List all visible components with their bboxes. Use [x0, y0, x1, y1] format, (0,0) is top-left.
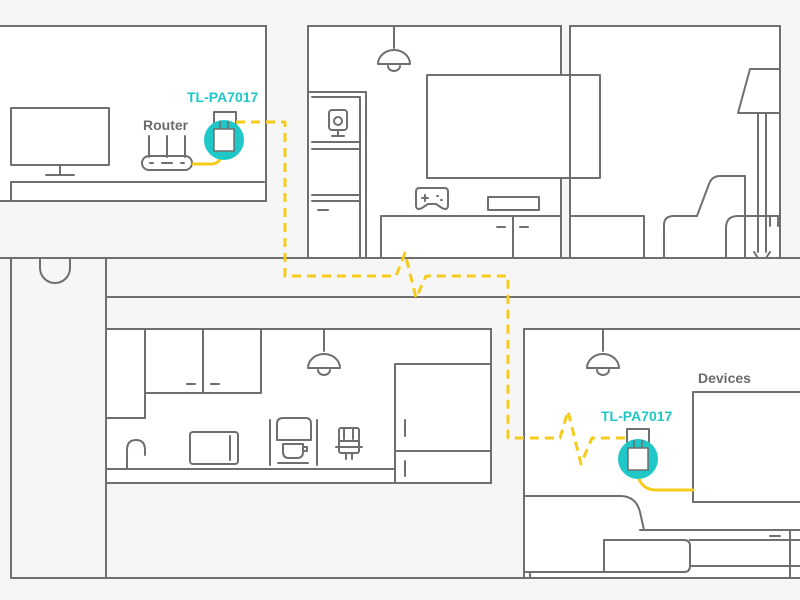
- coffee-maker-icon: [269, 417, 318, 466]
- floor-lamp-icon: [737, 68, 781, 259]
- game-controller-icon: [415, 187, 449, 210]
- room-media: [307, 25, 600, 259]
- adapter-label-top: TL-PA7017: [187, 89, 259, 105]
- console-icon: [487, 196, 540, 211]
- ceiling-lamp-icon: [307, 328, 341, 376]
- security-camera-icon: [328, 109, 348, 137]
- microwave-icon: [189, 431, 239, 465]
- devices-label: Devices: [698, 370, 751, 386]
- fridge-icon: [394, 363, 492, 484]
- sofa-icon: [523, 495, 800, 579]
- adapter-label-bottom: TL-PA7017: [601, 408, 673, 424]
- armchair-icon: [663, 175, 781, 259]
- router-icon: [141, 135, 193, 171]
- powerline-adapter-icon: [204, 120, 244, 160]
- tv-icon: [10, 107, 110, 176]
- powerline-signal-path: [236, 120, 627, 466]
- room-devices: [523, 328, 800, 579]
- room-lounge: [569, 25, 781, 259]
- router-label: Router: [143, 117, 189, 133]
- ceiling-lamp-icon: [586, 328, 620, 376]
- room-living: [0, 25, 267, 202]
- room-kitchen: [105, 328, 492, 484]
- powerline-adapter-icon: [618, 439, 658, 479]
- devices-screen-icon: [692, 391, 800, 503]
- ceiling-lamp-icon: [377, 25, 411, 72]
- toaster-icon: [335, 427, 363, 460]
